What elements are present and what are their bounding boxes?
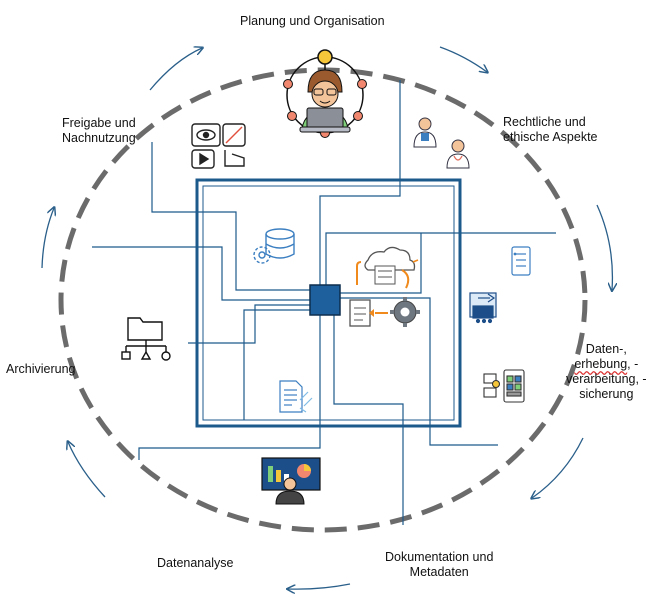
central-hub-square [309,284,341,316]
stage-label-daten: Daten-, erhebung, - verarbeitung, - sich… [566,342,647,402]
arrow-bottom-right [532,437,584,498]
daten-text-erhebung: erhebung [574,357,628,371]
daten-text-line2: erhebung, - [566,357,647,372]
daten-text-erhebung-suffix: , - [627,357,639,371]
stage-label-datenanalyse: Datenanalyse [157,556,233,571]
circuit-line [188,304,311,344]
circuit-line [333,314,404,525]
freigabe-text-line1: Freigabe und [62,116,136,130]
circuit-line [243,309,311,420]
arrow-right [596,204,612,290]
daten-text-line1: Daten-, [585,342,627,356]
stage-label-dokumentation: Dokumentation und Metadaten [385,550,493,580]
folder-hierarchy-icon [121,317,171,361]
mobile-data-icon [483,369,525,403]
researcher-laptop-icon [283,49,367,138]
stage-label-freigabe: Freigabe und Nachnutzung [62,116,136,146]
circuit-lines [92,80,556,525]
doctors-icon [413,117,470,169]
doku-text-line1: Dokumentation und [385,550,494,564]
database-settings-icon [253,228,295,264]
stage-label-planung: Planung und Organisation [240,14,385,29]
circuit-line [319,80,401,286]
cycle-arrows [41,46,612,589]
circuit-line [92,246,311,301]
arrow-left [41,208,54,269]
planung-text: Planung und Organisation [240,14,385,28]
data-sheet-icon [279,380,313,413]
circuit-line [339,233,422,294]
rechtlich-text-line1: Rechtliche und [503,115,586,129]
circuit-line [325,232,556,286]
media-share-icon [191,123,246,169]
daten-text-line4: sicherung [579,387,634,401]
arrow-bottom [288,583,351,589]
presentation-analyst-icon [261,457,321,505]
server-transfer-icon [469,292,497,324]
circuit-line [138,314,321,460]
document-gear-icon [349,297,420,327]
archivierung-text: Archivierung [6,362,76,376]
datenanalyse-text: Datenanalyse [157,556,234,570]
stage-label-rechtlich: Rechtliche und ethische Aspekte [503,115,598,145]
circuit-line [151,142,311,291]
cloud-server-icon [356,246,419,289]
rechtlich-text-line2: ethische Aspekte [503,130,598,144]
arrow-top-right [439,46,487,72]
central-frame-inner [202,185,455,421]
circuit-line [339,297,498,446]
doku-text-line2: Metadaten [409,565,469,579]
arrow-bottom-left [68,442,106,498]
daten-text-line3: verarbeitung, - [566,372,647,386]
central-frame-outer [195,178,462,428]
arrow-top-left [149,48,202,91]
checklist-icon [511,246,531,276]
freigabe-text-line2: Nachnutzung [62,131,136,145]
stage-label-archivierung: Archivierung [6,362,75,377]
